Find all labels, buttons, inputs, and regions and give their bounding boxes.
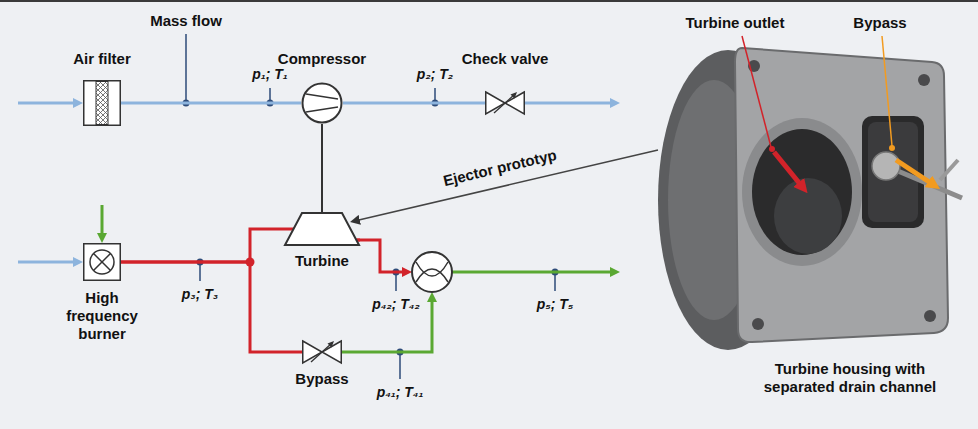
turbine-housing-photo (924, 310, 936, 322)
check-valve-outline (494, 94, 515, 113)
ejector-symbol (416, 269, 448, 282)
label-holder: Bypass (853, 14, 906, 32)
pointer-label: Ejector prototyp (439, 145, 562, 191)
compressor-symbol-outline (306, 107, 338, 112)
burner-feed (18, 261, 74, 264)
label-holder: p₄₁; T₄₁ (377, 384, 424, 401)
label-holder: p₄₂; T₄₂ (372, 296, 420, 313)
callout-label: Bypass (853, 14, 906, 32)
air-line (18, 102, 74, 105)
measuring-point-label: p₂; T₂ (417, 66, 453, 83)
turbine-housing-photo (752, 129, 852, 255)
turbine-housing-photo (918, 74, 930, 86)
turbine-housing-photo (752, 318, 764, 330)
label-holder: Turbine housing with separated drain cha… (743, 360, 958, 396)
turbine-housing-photo (774, 178, 842, 254)
label-holder: Mass flow (150, 12, 222, 30)
air-filter-outline (84, 81, 121, 126)
pipe-line (343, 102, 485, 105)
component-label: Check valve (462, 50, 549, 68)
label-holder: Compressor (278, 50, 366, 68)
label-holder: Bypass (295, 370, 348, 388)
leader-line (882, 36, 892, 146)
measuring-point-label: p₁; T₁ (252, 66, 288, 83)
leader-line (889, 145, 895, 151)
check-valve-outline (485, 91, 525, 115)
exhaust-line (452, 271, 611, 274)
compressor-symbol-outline (301, 82, 343, 124)
turbine-housing-photo (940, 160, 958, 180)
label-holder: p₅; T₅ (537, 296, 574, 313)
leader-line (769, 146, 775, 152)
turbine-symbol-outline (285, 213, 359, 245)
measuring-point (185, 34, 187, 103)
leader-line (742, 36, 895, 152)
measuring-point (183, 34, 559, 379)
burner-box: High frequency burner (83, 243, 121, 281)
check-valve: Check valve (485, 91, 525, 115)
turbine-housing-photo (735, 48, 948, 342)
measuring-point (399, 352, 401, 379)
component-label: Compressor (278, 50, 366, 68)
label-holder: Check valve (462, 50, 549, 68)
label-holder: Turbine (295, 252, 349, 270)
component-label: Bypass (295, 370, 348, 388)
label-holder: High frequency burner (62, 289, 142, 343)
check-valve-outline (486, 92, 525, 114)
callout-label: Turbine outlet (686, 14, 785, 32)
label-holder: p₁; T₁ (252, 66, 288, 83)
measuring-point-label: p₃; T₃ (182, 286, 219, 303)
label-holder: p₂; T₂ (417, 66, 453, 83)
pipe-line (121, 229, 284, 262)
compressor-symbol: Compressor (301, 82, 343, 124)
label-holder: Air filter (73, 50, 131, 68)
turbine-housing-photo (742, 118, 862, 266)
air-line (525, 102, 611, 105)
pipe-line (121, 262, 302, 352)
compressor-symbol-outline (306, 94, 338, 99)
turbine-housing-photo (872, 152, 900, 180)
component-label: Air filter (73, 50, 131, 68)
burner-box-outline (84, 244, 121, 281)
air-filter: Air filter (83, 80, 121, 126)
sensor-label: Mass flow (150, 12, 222, 30)
turbine-housing-photo (896, 160, 930, 183)
ejector-symbol (412, 252, 452, 292)
leader-line (742, 36, 771, 147)
burner-box-outline (90, 250, 114, 274)
burner-box-outline (94, 254, 111, 271)
top-rule (0, 0, 978, 2)
compressor-symbol-outline (303, 84, 342, 123)
measuring-point-label: p₄₁; T₄₁ (377, 384, 424, 401)
turbine-housing-photo (774, 152, 800, 184)
burner-box-outline (94, 254, 111, 271)
photo-caption: Turbine housing with separated drain cha… (743, 360, 958, 396)
ejector-symbol (412, 252, 452, 292)
bypass-valve-outline (328, 341, 335, 348)
air-filter-outline (83, 80, 121, 126)
turbine-housing-photo (658, 48, 962, 350)
turbine-outlet-line (357, 240, 403, 272)
label-holder: Turbine outlet (686, 14, 785, 32)
turbine-symbol-outline (284, 212, 360, 246)
bypass-valve-outline (302, 340, 342, 364)
bypass-valve: Bypass (302, 340, 342, 364)
air-filter-outline (96, 82, 108, 125)
burner-box-outline (83, 243, 121, 281)
check-valve-outline (511, 92, 518, 99)
burner-feed (101, 205, 104, 234)
turbine-symbol: Turbine (284, 212, 360, 246)
label-holder: p₃; T₃ (182, 286, 219, 303)
shaft-line (321, 124, 323, 212)
measuring-point-label: p₄₂; T₄₂ (372, 296, 420, 313)
pipe-line (121, 102, 301, 105)
component-label: High frequency burner (62, 289, 142, 343)
bypass-valve-outline (303, 341, 342, 363)
bypass-valve-outline (311, 343, 332, 362)
component-label: Turbine (295, 252, 349, 270)
measuring-point-label: p₅; T₅ (537, 296, 574, 313)
label-holder: Ejector prototyp (439, 145, 562, 191)
